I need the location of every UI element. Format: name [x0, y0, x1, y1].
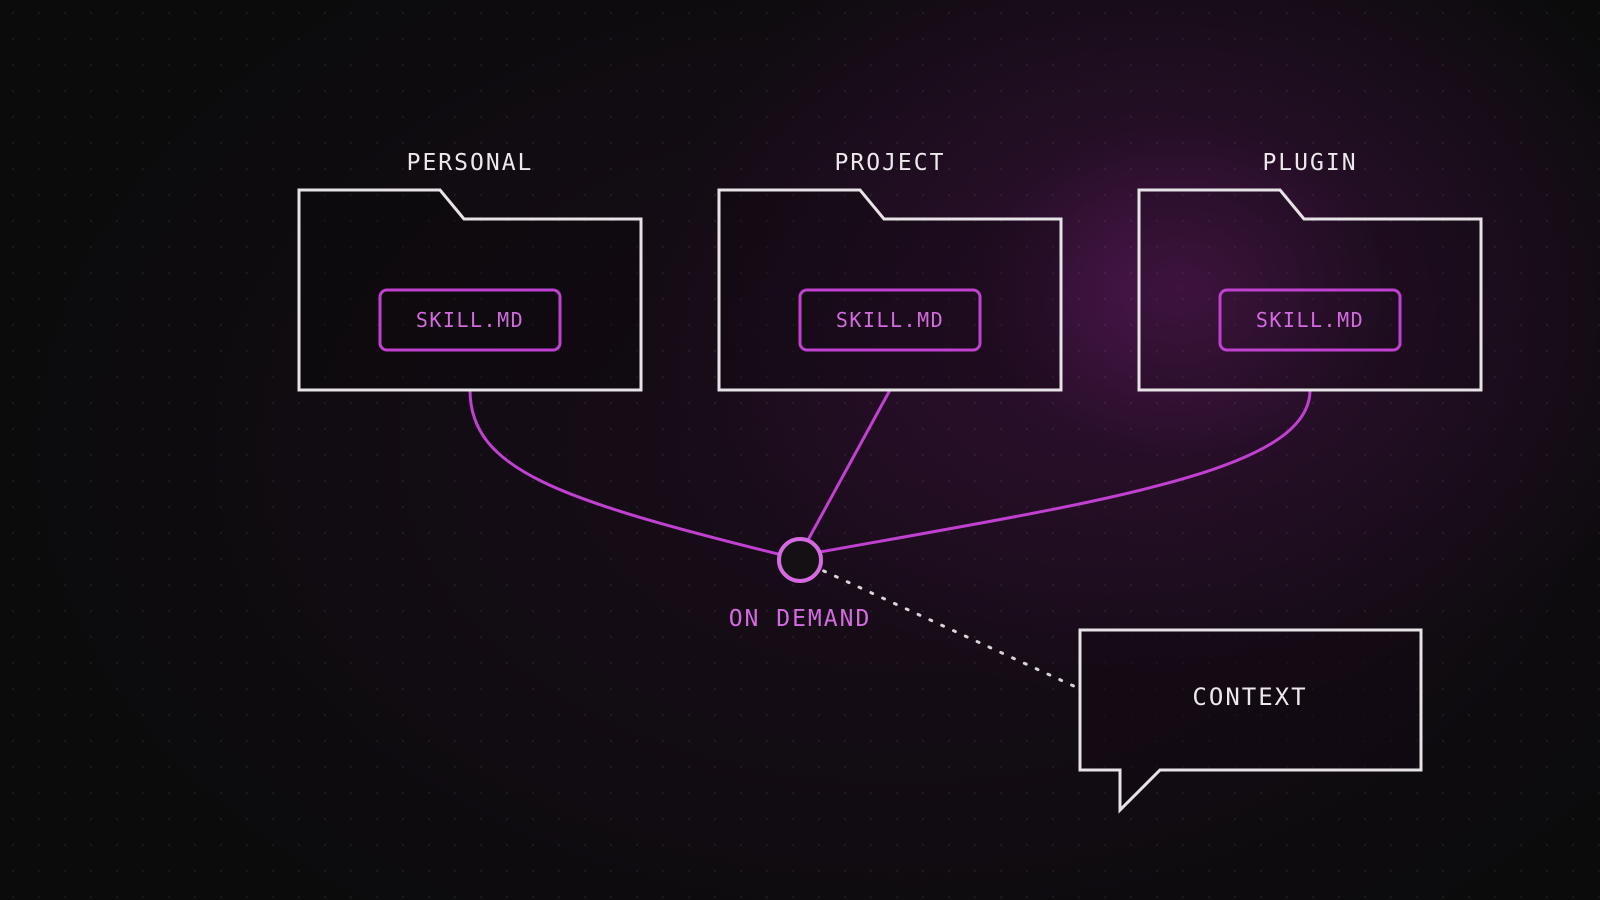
skill-file-badge [798, 288, 982, 352]
connectors [468, 388, 1312, 557]
skill-file-label: SKILL.MD [416, 308, 524, 332]
folder-personal: PERSONAL SKILL.MD [297, 150, 643, 392]
hub-circle [777, 537, 823, 583]
context-label: CONTEXT [1192, 683, 1307, 711]
folder-label: PLUGIN [1262, 150, 1357, 176]
speech-bubble-icon [1078, 628, 1423, 814]
on-demand-node [777, 537, 823, 583]
hub-label: ON DEMAND [729, 606, 872, 632]
skill-file-label: SKILL.MD [1256, 308, 1364, 332]
folder-label: PROJECT [835, 150, 946, 176]
skill-file-label: SKILL.MD [836, 308, 944, 332]
connector-project [806, 388, 892, 542]
context-bubble: CONTEXT [1078, 628, 1423, 814]
connector-personal [468, 388, 784, 557]
skill-file-badge [1218, 288, 1402, 352]
connector-plugin [818, 388, 1312, 554]
context-link [798, 558, 1080, 690]
folder-plugin: PLUGIN SKILL.MD [1137, 150, 1483, 392]
folder-project: PROJECT SKILL.MD [717, 150, 1063, 392]
skill-file-badge [378, 288, 562, 352]
folder-label: PERSONAL [407, 150, 534, 176]
